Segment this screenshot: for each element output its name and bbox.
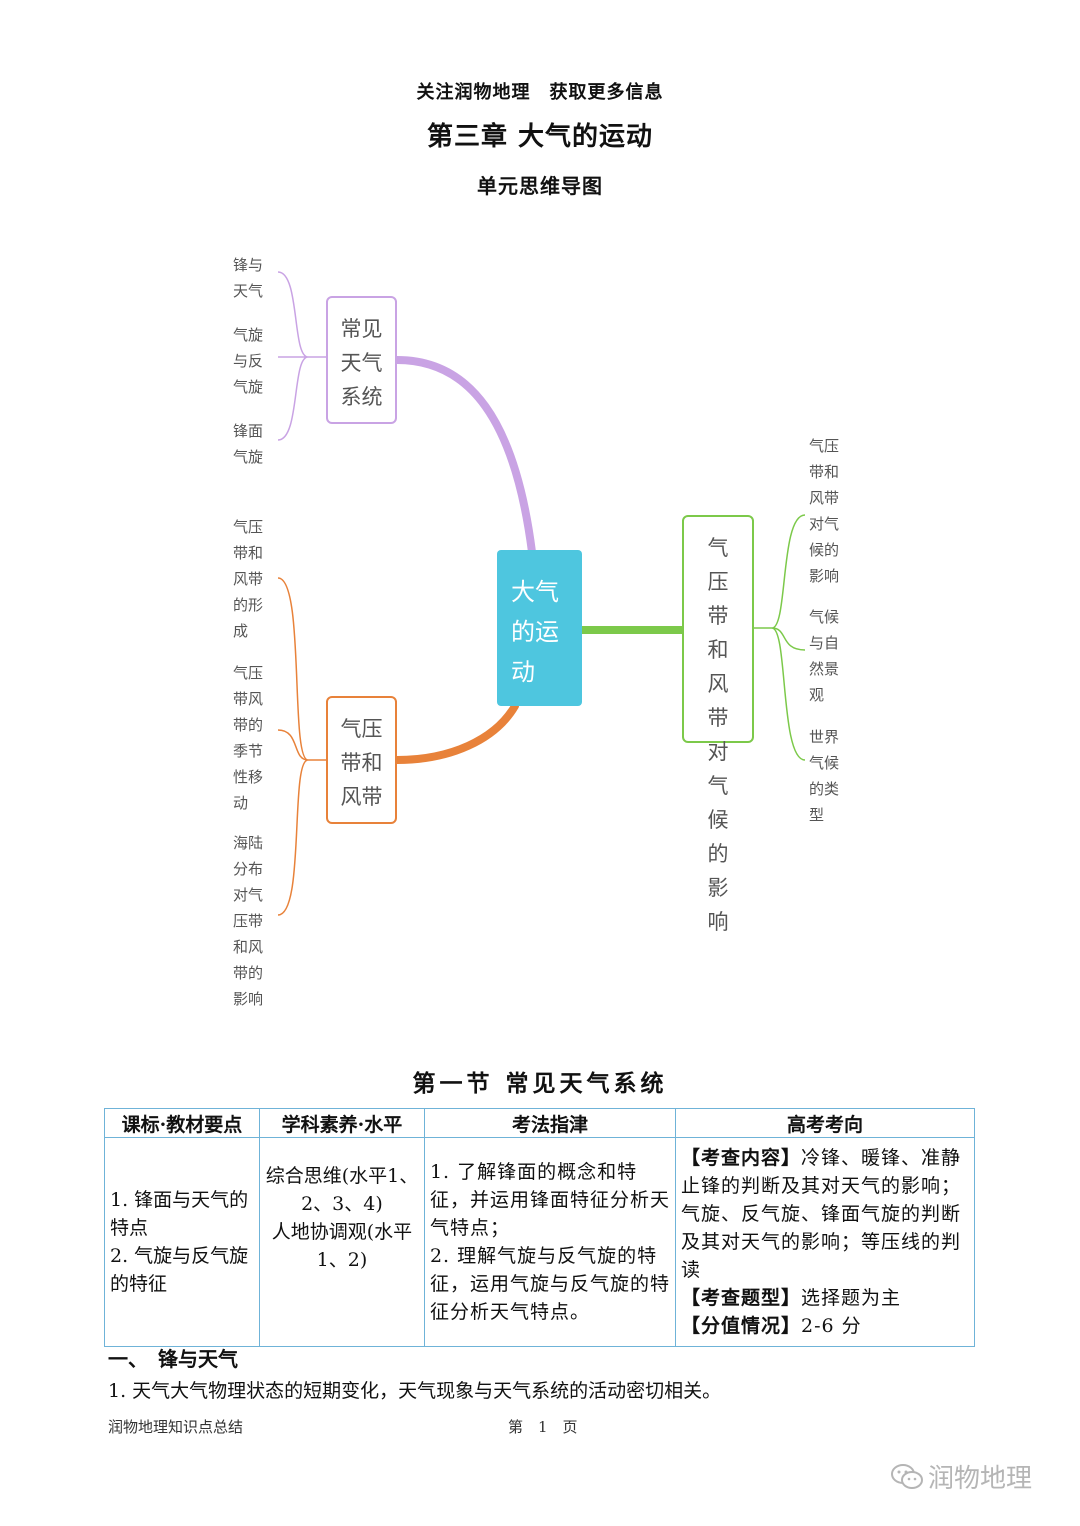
leaf-belts-climate: 气压带和风带对气候的影响: [809, 437, 840, 585]
mindmap-center-node: 大气的运动: [497, 550, 582, 706]
literacy-item: 人地协调观(水平1、2): [271, 1221, 413, 1271]
footer-left: 润物地理知识点总结: [108, 1418, 244, 1436]
bracket-purple: [277, 271, 326, 441]
connector-orange: [393, 702, 519, 764]
point-item: 2. 气旋与反气旋的特征: [110, 1245, 249, 1295]
leaf-belts-seasonal-shift: 气压带风带的季节性移动: [233, 664, 264, 812]
leaf-cyclone-anticyclone: 气旋与反气旋: [233, 326, 264, 396]
table-row: 1. 锋面与天气的特点 2. 气旋与反气旋的特征 综合思维(水平1、2、3、4)…: [104, 1137, 975, 1347]
section-title: 第一节 常见天气系统: [412, 1070, 668, 1097]
exam-content-tag: 【考查内容】: [681, 1147, 802, 1169]
table-cell-methods: 1. 了解锋面的概念和特征，并运用锋面特征分析天气特点； 2. 理解气旋与反气旋…: [423, 1137, 677, 1347]
exam-type: 【考查题型】选择题为主: [681, 1284, 969, 1312]
bracket-green: [754, 514, 806, 761]
watermark: 润物地理: [890, 1458, 1032, 1495]
exam-score-text: 2-6 分: [801, 1315, 862, 1337]
node-weather-systems: 常见天气系统: [326, 296, 397, 424]
header-notice: 关注润物地理 获取更多信息: [416, 82, 664, 103]
bracket-orange: [277, 577, 326, 916]
table-header-row: 课标·教材要点 学科素养·水平 考法指津 高考考向: [104, 1108, 975, 1138]
exam-score-tag: 【分值情况】: [681, 1315, 802, 1337]
exam-content: 【考查内容】冷锋、暖锋、准静止锋的判断及其对天气的影响；气旋、反气旋、锋面气旋的…: [681, 1144, 969, 1284]
literacy-item: 综合思维(水平1、2、3、4): [265, 1165, 419, 1215]
method-item: 2. 理解气旋与反气旋的特征，运用气旋与反气旋的特征分析天气特点。: [429, 1245, 670, 1323]
exam-content-text: 冷锋、暖锋、准静止锋的判断及其对天气的影响；气旋、反气旋、锋面气旋的判断及其对天…: [681, 1147, 962, 1281]
leaf-climate-landscape: 气候与自然景观: [809, 608, 840, 704]
leaf-frontal-cyclone: 锋面气旋: [233, 422, 264, 466]
leaf-belts-formation: 气压带和风带的形成: [233, 518, 264, 640]
overview-table: 课标·教材要点 学科素养·水平 考法指津 高考考向 1. 锋面与天气的特点 2.…: [104, 1108, 975, 1347]
watermark-text: 润物地理: [928, 1464, 1033, 1494]
exam-type-text: 选择题为主: [801, 1287, 902, 1309]
connector-purple: [393, 356, 536, 556]
paragraph: 1. 天气大气物理状态的短期变化，天气现象与天气系统的活动密切相关。: [108, 1380, 722, 1402]
chapter-title: 第三章 大气的运动: [426, 122, 654, 152]
point-item: 1. 锋面与天气的特点: [110, 1189, 249, 1239]
leaf-front-weather: 锋与天气: [233, 256, 264, 300]
wechat-icon: [891, 1464, 923, 1489]
table-header: 高考考向: [675, 1108, 975, 1138]
node-pressure-belts: 气压带和风带: [326, 696, 397, 824]
mindmap-connectors: [277, 271, 806, 916]
table-cell-exam-trends: 【考查内容】冷锋、暖锋、准静止锋的判断及其对天气的影响；气旋、反气旋、锋面气旋的…: [675, 1137, 975, 1347]
leaf-world-climate-types: 世界气候的类型: [809, 728, 840, 824]
table-header: 课标·教材要点: [104, 1108, 260, 1138]
table-header: 考法指津: [423, 1108, 677, 1138]
exam-score: 【分值情况】2-6 分: [681, 1312, 969, 1340]
page-number: 第 1 页: [508, 1418, 578, 1436]
exam-type-tag: 【考查题型】: [681, 1287, 802, 1309]
method-item: 1. 了解锋面的概念和特征，并运用锋面特征分析天气特点；: [429, 1161, 670, 1239]
leaf-land-sea-influence: 海陆分布对气压带和风带的影响: [233, 834, 264, 1008]
subheading: 一、 锋与天气: [108, 1347, 238, 1371]
table-cell-literacy: 综合思维(水平1、2、3、4) 人地协调观(水平1、2): [258, 1137, 425, 1347]
node-climate-impact: 气压带和风带对气候的影响: [682, 515, 754, 934]
table-header: 学科素养·水平: [258, 1108, 425, 1138]
mindmap-title: 单元思维导图: [477, 174, 603, 198]
table-cell-points: 1. 锋面与天气的特点 2. 气旋与反气旋的特征: [104, 1137, 260, 1347]
